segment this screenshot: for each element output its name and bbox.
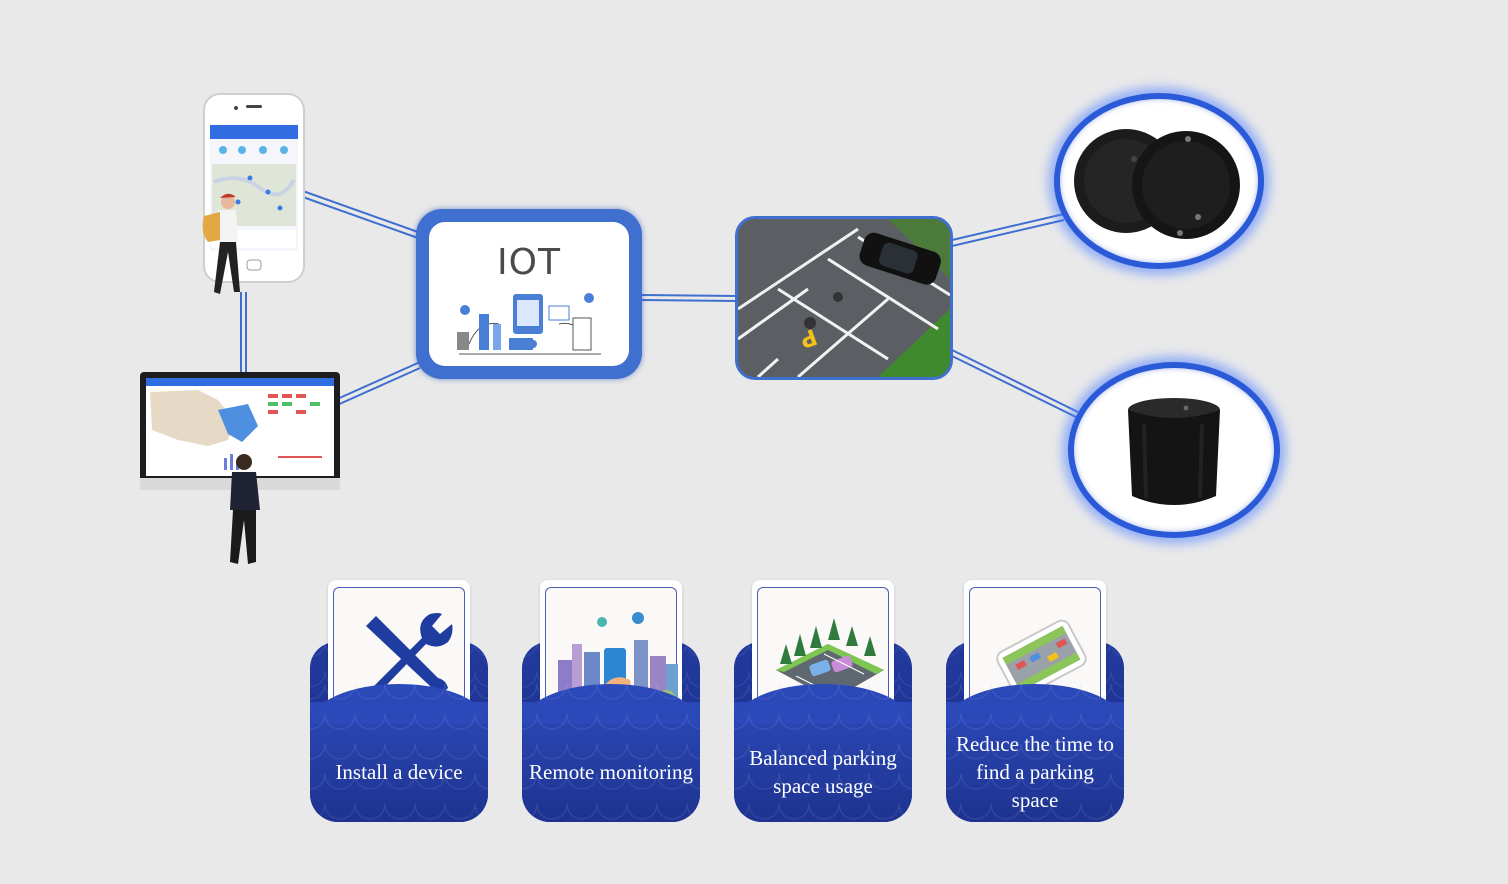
feature-label: Balanced parking space usage: [749, 746, 897, 798]
feature-label: Reduce the time to find a parking space: [955, 732, 1115, 812]
parking-lot-photo: P: [735, 216, 953, 380]
svg-text:P: P: [796, 323, 820, 352]
feature-card-reduce-time: Reduce the time to find a parking space: [946, 580, 1124, 822]
iot-hub: IOT: [416, 209, 642, 379]
iot-hub-title: IOT: [497, 242, 561, 283]
feature-label: Install a device: [335, 760, 463, 784]
cylinder-sensor: [1068, 362, 1280, 538]
round-sensor-flat: [1054, 93, 1264, 269]
phone-map-icon: [996, 619, 1087, 698]
monitoring-dashboard-illustration: [138, 370, 343, 570]
feature-label: Remote monitoring: [529, 760, 693, 784]
feature-card-install: Install a device: [310, 580, 488, 822]
feature-card-remote-monitoring: Remote monitoring: [522, 580, 700, 822]
wrench-screwdriver-icon: [365, 613, 453, 698]
iot-hub-panel: IOT: [429, 222, 629, 366]
parking-lot-icon: [776, 618, 884, 700]
feature-card-balanced-usage: Balanced parking space usage: [734, 580, 912, 822]
mobile-app-illustration: [190, 92, 310, 302]
iot-network-icon: [457, 293, 601, 355]
